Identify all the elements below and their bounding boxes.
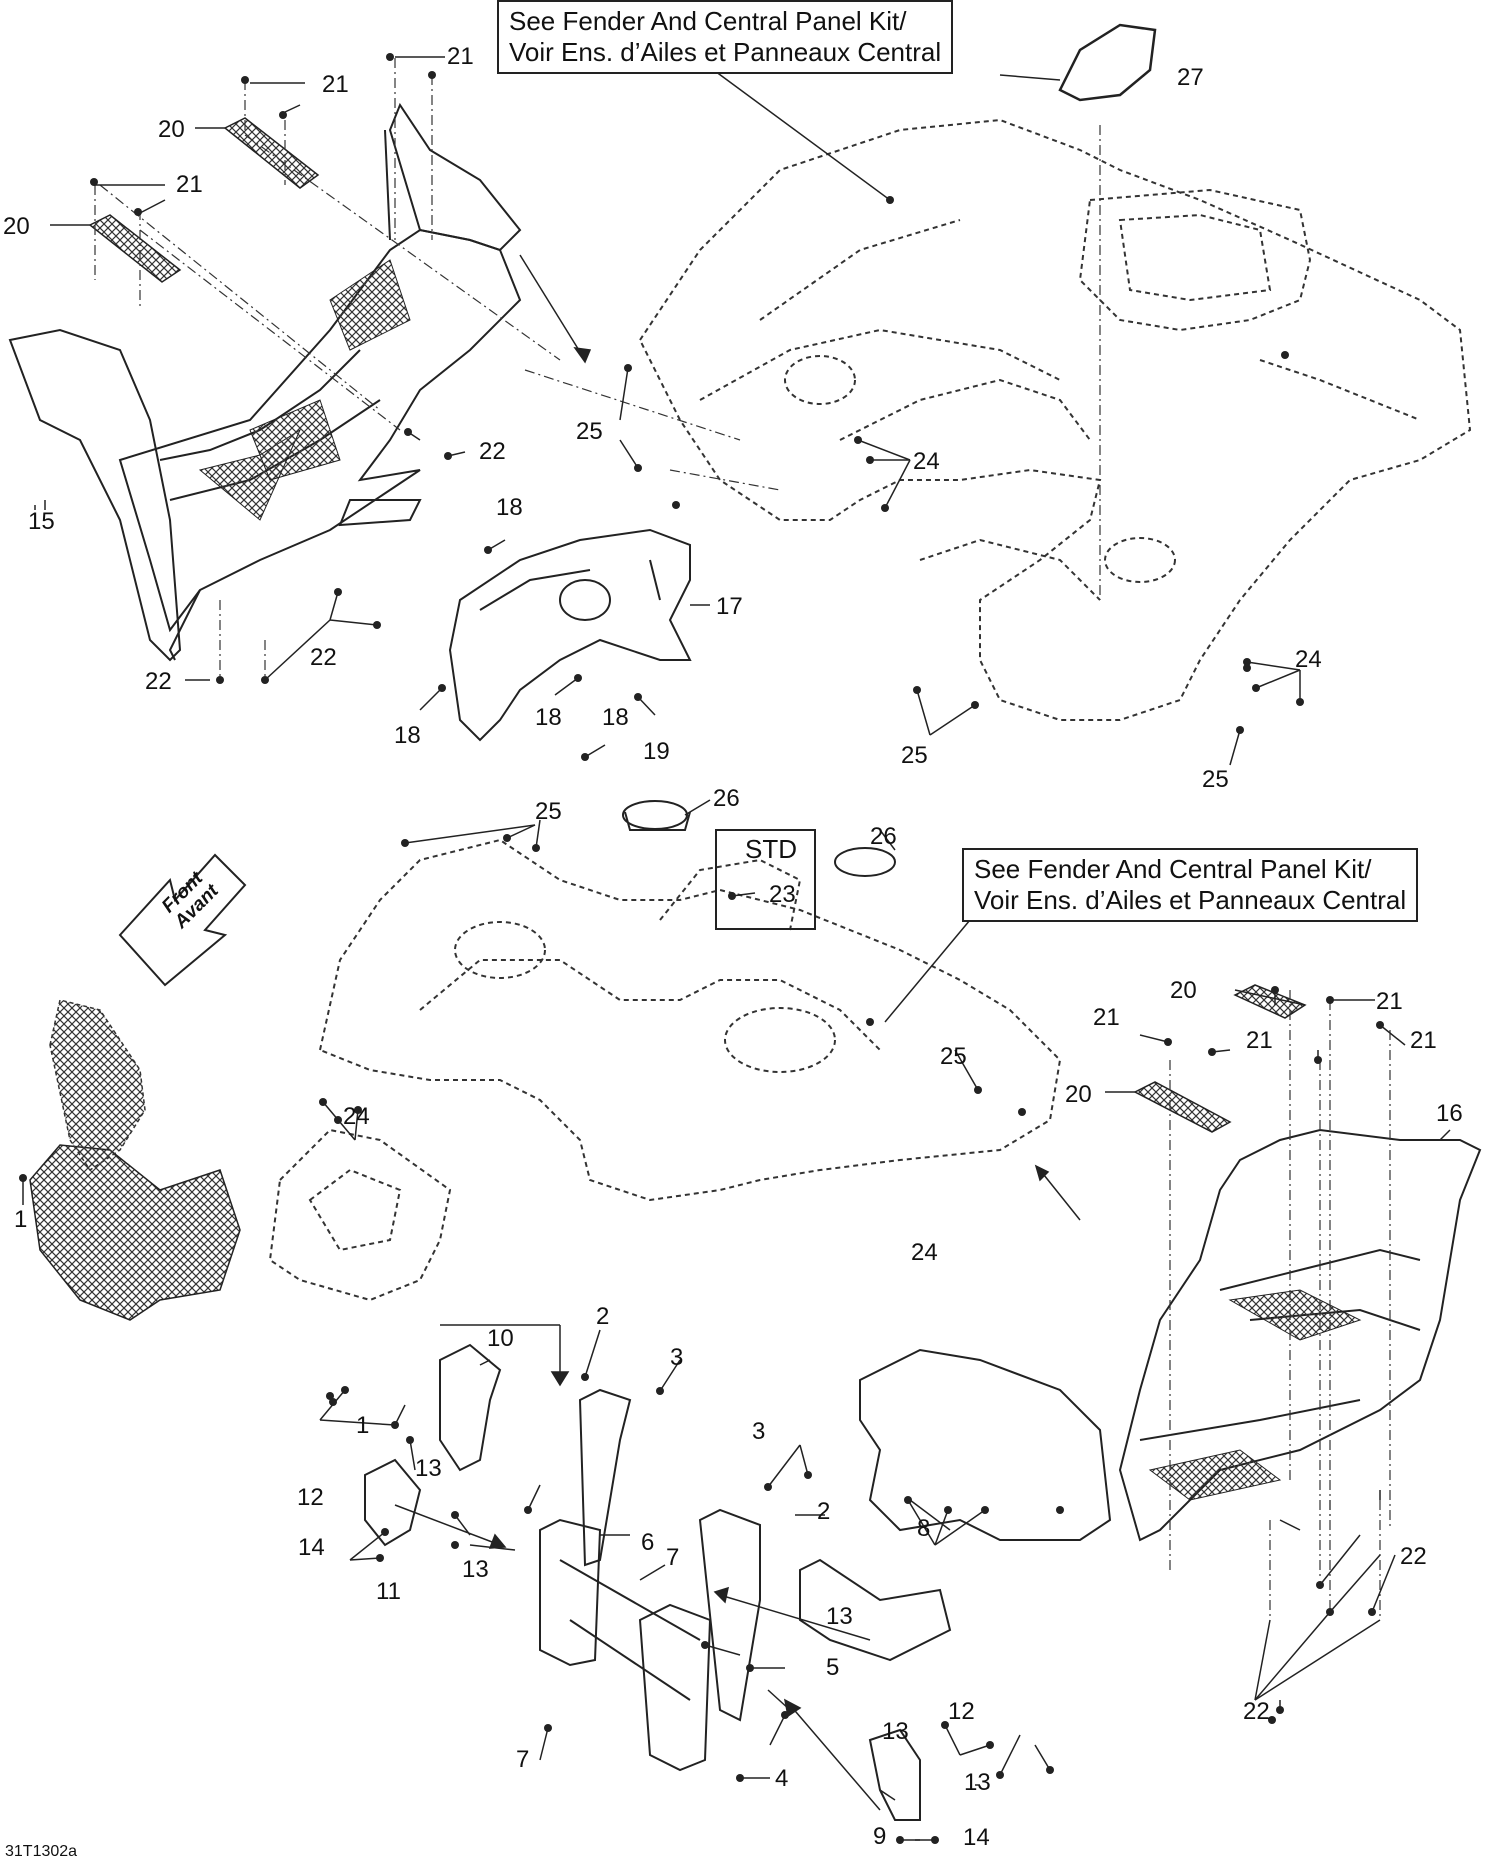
callout-18: 18: [602, 704, 629, 731]
callout-18: 18: [496, 494, 523, 521]
rear-fender-kit: [638, 118, 1472, 721]
callout-24: 24: [913, 448, 940, 475]
callout-21: 21: [322, 71, 349, 98]
bumper-bracket-assembly: [364, 1343, 952, 1821]
kit-note-top-line1: See Fender And Central Panel Kit/: [509, 6, 907, 36]
callout-24: 24: [911, 1239, 938, 1266]
callout-25: 25: [1202, 766, 1229, 793]
callout-20: 20: [3, 213, 30, 240]
callout-14: 14: [963, 1824, 990, 1851]
callout-22: 22: [1400, 1543, 1427, 1570]
front-fender-kit: [318, 838, 1062, 1202]
left-footwell: [8, 102, 522, 662]
callout-8: 8: [917, 1515, 931, 1542]
callout-14: 14: [298, 1534, 325, 1561]
callout-26: 26: [713, 785, 740, 812]
callout-21: 21: [176, 171, 203, 198]
callout-18: 18: [535, 704, 562, 731]
callout-1: 1: [356, 1412, 370, 1439]
leader-lines: [22, 56, 1451, 1841]
fasteners: [19, 53, 1384, 1844]
callout-13: 13: [415, 1455, 442, 1482]
callout-4: 4: [775, 1765, 789, 1792]
kit-note-middle-line1: See Fender And Central Panel Kit/: [974, 854, 1372, 884]
callout-21: 21: [1410, 1027, 1437, 1054]
callout-27: 27: [1177, 64, 1204, 91]
callout-24: 24: [1295, 646, 1322, 673]
callout-3: 3: [752, 1418, 766, 1445]
callout-21: 21: [447, 43, 474, 70]
callout-22: 22: [145, 668, 172, 695]
reference-dots: [326, 196, 1289, 1400]
callout-13: 13: [462, 1556, 489, 1583]
callout-12: 12: [297, 1484, 324, 1511]
callout-2: 2: [596, 1303, 610, 1330]
drawing-id: 31T1302a: [5, 1843, 78, 1860]
callout-25: 25: [535, 798, 562, 825]
callout-22: 22: [310, 644, 337, 671]
callout-25: 25: [940, 1043, 967, 1070]
kit-note-top: See Fender And Central Panel Kit/ Voir E…: [497, 0, 954, 74]
kit-note-middle-line2: Voir Ens. d’Ailes et Panneaux Central: [974, 885, 1407, 915]
front-panel-1: [49, 999, 146, 1172]
callout-16: 16: [1436, 1100, 1463, 1127]
step-rail-upper-2: [88, 214, 182, 283]
kit-note-middle: See Fender And Central Panel Kit/ Voir E…: [962, 848, 1419, 922]
callout-20: 20: [1170, 977, 1197, 1004]
callout-10: 10: [487, 1325, 514, 1352]
callout-9: 9: [873, 1823, 887, 1850]
callout-26: 26: [870, 823, 897, 850]
step-rail-right-1: [1233, 984, 1307, 1019]
callout-25: 25: [576, 418, 603, 445]
std-box: [715, 829, 816, 930]
front-grill: [29, 1144, 241, 1321]
callout-3: 3: [670, 1344, 684, 1371]
side-panel-17: [448, 528, 692, 742]
callout-22: 22: [479, 438, 506, 465]
callout-22: 22: [1243, 1698, 1270, 1725]
headlight-bracket: [268, 1128, 452, 1302]
callout-21: 21: [1093, 1004, 1120, 1031]
callout-25: 25: [901, 742, 928, 769]
callout-13: 13: [964, 1769, 991, 1796]
callout-2: 2: [817, 1498, 831, 1525]
assembly-lines: [94, 58, 1391, 1620]
callout-23: 23: [769, 881, 796, 908]
std-label: STD: [745, 834, 797, 864]
kit-note-top-line2: Voir Ens. d’Ailes et Panneaux Central: [509, 37, 942, 67]
seat-cover-27: [1058, 23, 1157, 102]
callout-13: 13: [882, 1718, 909, 1745]
assembly-arrows: [394, 254, 1081, 1811]
callout-13: 13: [826, 1603, 853, 1630]
step-rail-upper-1: [223, 117, 320, 189]
callout-1: 1: [14, 1206, 28, 1233]
callout-5: 5: [826, 1654, 840, 1681]
gas-cap-left: [622, 800, 691, 831]
callout-17: 17: [716, 593, 743, 620]
front-direction-arrow: [118, 853, 247, 987]
right-footwell: [859, 1128, 1482, 1542]
callout-6: 6: [641, 1529, 655, 1556]
callout-15: 15: [28, 508, 55, 535]
callout-20: 20: [1065, 1081, 1092, 1108]
callout-21: 21: [1246, 1027, 1273, 1054]
callout-19: 19: [643, 738, 670, 765]
callout-20: 20: [158, 116, 185, 143]
callout-7: 7: [666, 1544, 680, 1571]
callout-12: 12: [948, 1698, 975, 1725]
callout-7: 7: [516, 1746, 530, 1773]
callout-21: 21: [1376, 988, 1403, 1015]
callout-11: 11: [376, 1578, 401, 1605]
callout-24: 24: [343, 1103, 370, 1130]
step-rail-right-2: [1133, 1081, 1232, 1133]
gas-cap-right: [834, 847, 896, 877]
callout-18: 18: [394, 722, 421, 749]
